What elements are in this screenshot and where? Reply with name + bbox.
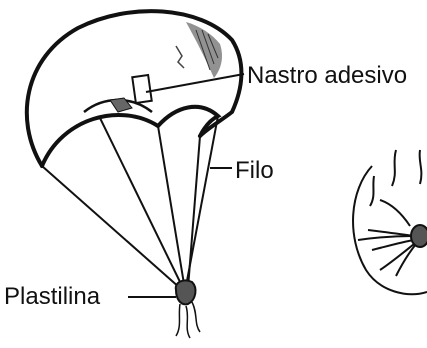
- dangling-threads: [176, 302, 200, 338]
- clay-label: Plastilina: [4, 285, 100, 309]
- second-plasticine: [411, 225, 427, 247]
- thread-label: Filo: [235, 159, 274, 183]
- canopy-shading: [186, 22, 222, 78]
- canopy-scribble: [176, 46, 184, 68]
- canopy-lower-edge: [42, 107, 218, 166]
- tape-leader-line: [146, 74, 244, 92]
- tape-label: Nastro adesivo: [247, 64, 407, 88]
- plasticine-weight: [176, 280, 196, 304]
- second-parachute-sketch: [353, 150, 427, 294]
- tape-rectangle: [132, 75, 151, 103]
- suspension-lines: [42, 116, 218, 288]
